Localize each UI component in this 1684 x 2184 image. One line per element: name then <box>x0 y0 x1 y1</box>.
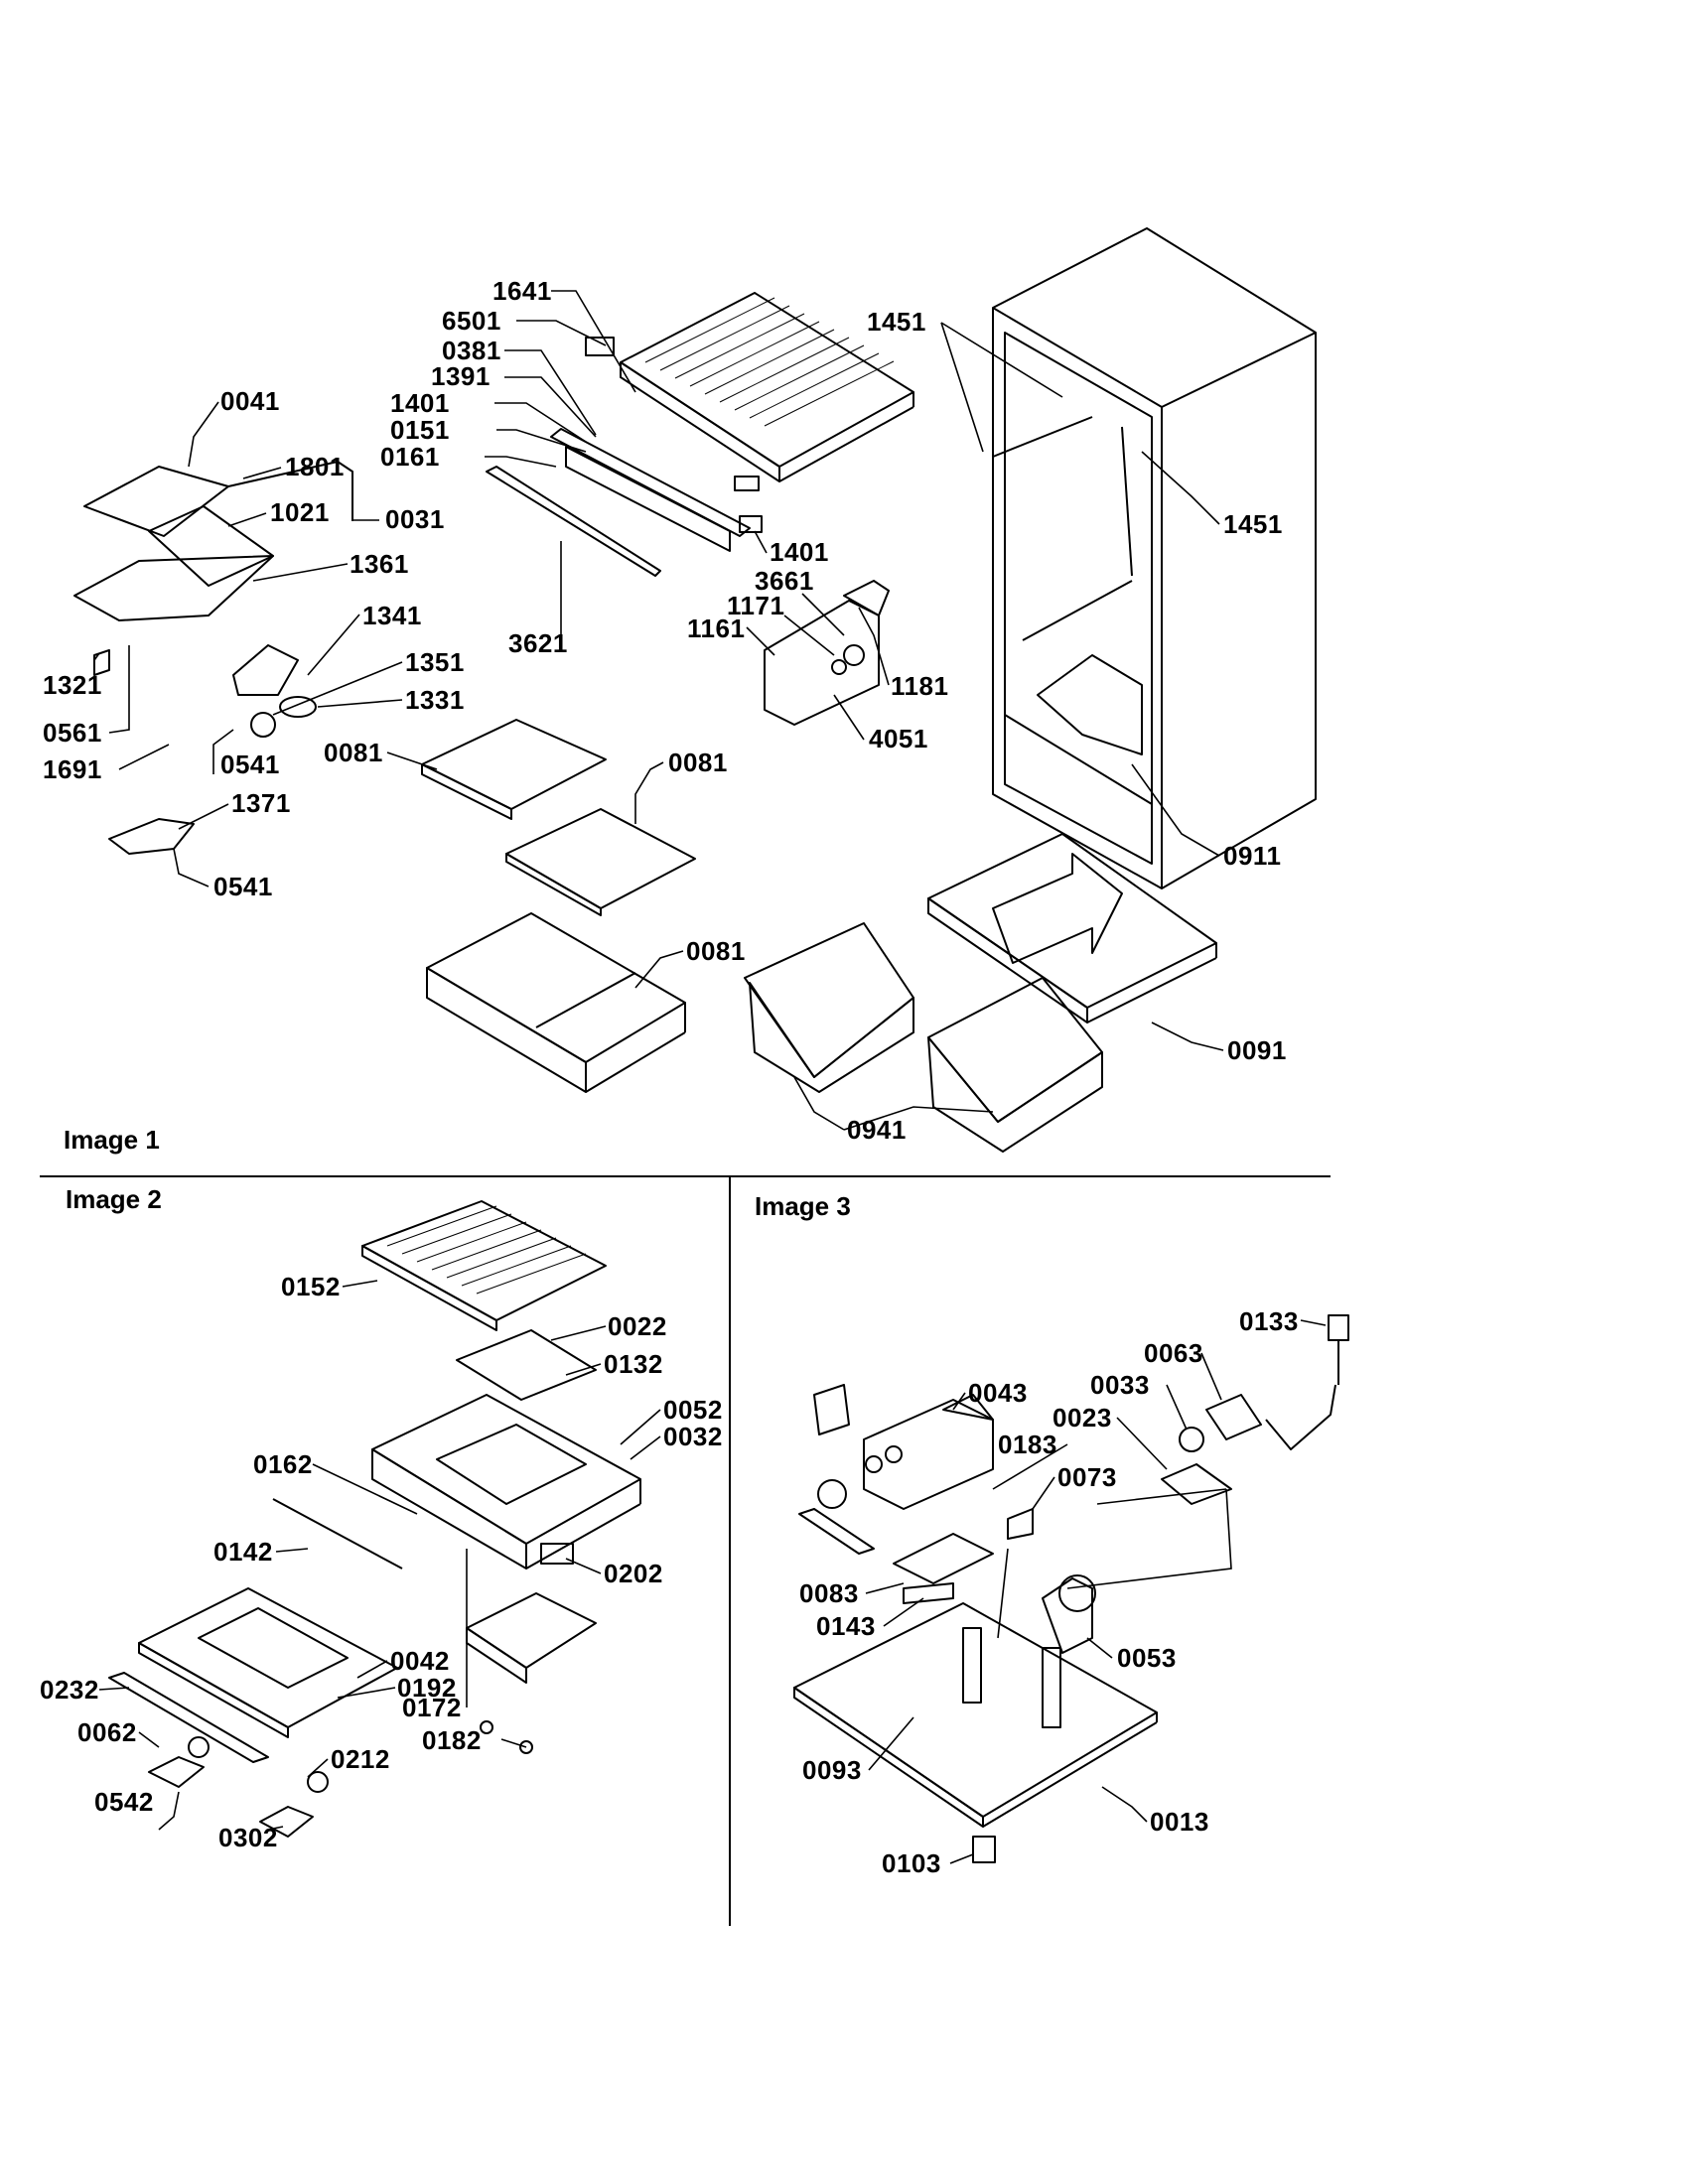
callout-label: 0172 <box>402 1693 462 1722</box>
callout-label: 0042 <box>390 1646 450 1676</box>
callout-label: 0091 <box>1227 1035 1287 1065</box>
callout-label: 1361 <box>350 549 409 579</box>
callout-label: 0162 <box>253 1449 313 1479</box>
callout-label: 1331 <box>405 685 465 715</box>
leader-lines <box>93 290 1327 1864</box>
callout-label: 0081 <box>324 738 383 767</box>
callout-label: 1181 <box>891 671 949 701</box>
callout-label: 0043 <box>968 1378 1028 1408</box>
wire-shelves-drawing <box>421 719 696 1093</box>
callout-label: 1401 <box>770 537 829 567</box>
callout-label: 1351 <box>405 647 465 677</box>
callout-label: 0103 <box>882 1848 941 1878</box>
crisper-drawers-drawing <box>744 922 1103 1153</box>
callout-label: 0143 <box>816 1611 876 1641</box>
callout-label: 1321 <box>43 670 102 700</box>
callout-label: 0302 <box>218 1823 278 1852</box>
callout-label: 0182 <box>422 1725 482 1755</box>
callout-label: 1171 <box>727 591 785 620</box>
callout-label: 0151 <box>390 415 450 445</box>
callout-label: 0063 <box>1144 1338 1203 1368</box>
callout-label: 0541 <box>220 750 280 779</box>
image3-drawing <box>793 1314 1349 1863</box>
callout-label: 1161 <box>687 614 746 643</box>
callout-label: 1341 <box>362 601 422 630</box>
callout-label: 0541 <box>213 872 273 901</box>
control-housing-drawing <box>764 580 890 726</box>
section-title-image3: Image 3 <box>755 1191 851 1221</box>
callout-label: 1691 <box>43 754 102 784</box>
callout-label: 0161 <box>380 442 440 472</box>
callout-label: 1401 <box>390 388 450 418</box>
callout-label: 0232 <box>40 1675 99 1705</box>
callout-label: 0013 <box>1150 1807 1209 1837</box>
callout-label: 3621 <box>508 628 568 658</box>
callout-label: 1021 <box>270 497 330 527</box>
callout-label: 0142 <box>213 1537 273 1567</box>
callout-label: 0212 <box>331 1744 390 1774</box>
callout-label: 0202 <box>604 1559 663 1588</box>
callout-label: 0022 <box>608 1311 667 1341</box>
cabinet-drawing <box>992 227 1317 889</box>
callout-label: 0023 <box>1052 1403 1112 1433</box>
callout-label: 0941 <box>847 1115 907 1145</box>
callout-label: 3661 <box>755 566 814 596</box>
callout-label: 0911 <box>1223 841 1282 871</box>
callout-label: 0152 <box>281 1272 341 1301</box>
callout-label: 0073 <box>1057 1462 1117 1492</box>
top-shelf-drawing <box>620 292 914 482</box>
callout-label: 1801 <box>285 452 345 481</box>
callout-label: 0542 <box>94 1787 154 1817</box>
callout-label: 0081 <box>686 936 746 966</box>
section-title-image1: Image 1 <box>64 1125 160 1155</box>
section-title-image2: Image 2 <box>66 1184 162 1214</box>
trim-strips-drawing <box>486 337 763 577</box>
callout-label: 0032 <box>663 1422 723 1451</box>
callout-label: 1641 <box>492 276 552 306</box>
callout-label: 0093 <box>802 1755 862 1785</box>
callout-label: 1391 <box>431 361 491 391</box>
callout-label: 0561 <box>43 718 102 748</box>
callout-label: 0033 <box>1090 1370 1150 1400</box>
crisper-frame-drawing <box>927 833 1217 1024</box>
callout-label: 0132 <box>604 1349 663 1379</box>
image2-drawing <box>108 1200 641 1838</box>
callout-label: 1451 <box>867 307 926 337</box>
light-assembly-drawing <box>73 461 353 855</box>
callout-label: 0041 <box>220 386 280 416</box>
callout-label: 6501 <box>442 306 501 336</box>
callout-label: 0081 <box>668 748 728 777</box>
callout-label: 4051 <box>869 724 928 753</box>
callout-label: 1451 <box>1223 509 1283 539</box>
callout-label: 0183 <box>998 1430 1057 1459</box>
callout-label: 0031 <box>385 504 445 534</box>
callout-label: 0381 <box>442 336 501 365</box>
callout-label: 0133 <box>1239 1306 1299 1336</box>
callout-label: 0083 <box>799 1578 859 1608</box>
callout-label: 0192 <box>397 1673 457 1703</box>
callout-label: 1371 <box>231 788 291 818</box>
callout-label: 0052 <box>663 1395 723 1425</box>
callout-label: 0053 <box>1117 1643 1177 1673</box>
callout-label: 0062 <box>77 1717 137 1747</box>
